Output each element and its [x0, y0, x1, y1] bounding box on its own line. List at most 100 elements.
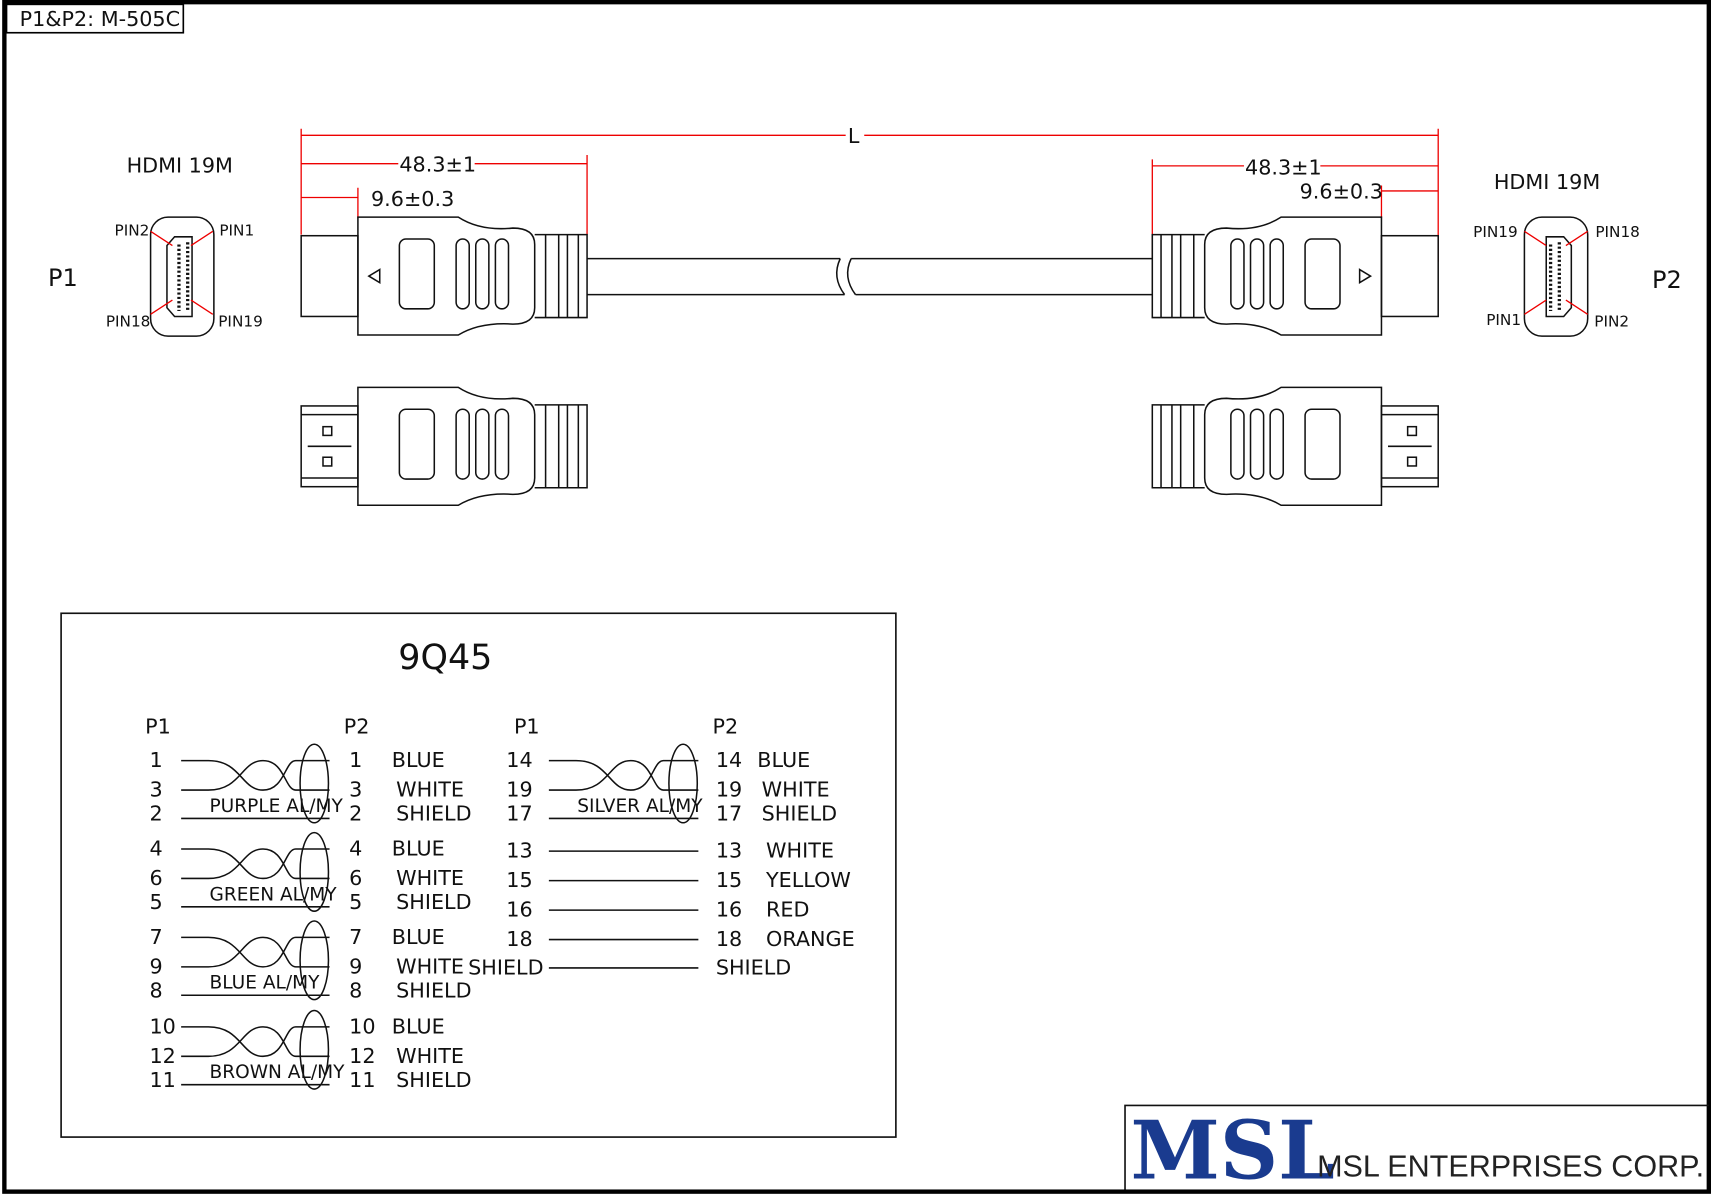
wire-pair: PURPLE AL/MY [181, 743, 344, 824]
wire-color: BLUE [757, 748, 810, 772]
p1-pin: 19 [506, 778, 532, 802]
wire-color: WHITE [396, 866, 464, 890]
wiring-table [60, 612, 897, 1138]
wire-color: BLUE [392, 1014, 445, 1038]
p2-pin: 18 [716, 927, 742, 951]
connector-type-right: HDMI 19M [1494, 170, 1600, 194]
wire-color: SHIELD [396, 1068, 471, 1092]
pair-label: BROWN AL/MY [210, 1062, 346, 1083]
logo-mark: MSL [1130, 1104, 1334, 1196]
header-p1: P1 [514, 714, 540, 738]
part-label: P1&P2: M-505C [20, 7, 180, 31]
p1-pin: 8 [149, 978, 162, 1002]
header-p2: P2 [713, 714, 739, 738]
dimension-lines [300, 128, 1439, 262]
p1-pin: 2 [149, 802, 162, 826]
dim-left-plug: 9.6±0.3 [371, 187, 454, 211]
connector-p2-top [1151, 386, 1439, 507]
p1-pin: 14 [506, 748, 532, 772]
dim-length: L [848, 124, 860, 148]
p2-pin: 7 [349, 925, 362, 949]
pin-label: PIN1 [1486, 311, 1521, 329]
p1-pin: 13 [506, 839, 532, 863]
p2-pin: 15 [716, 868, 742, 892]
p1-pin: 3 [149, 778, 162, 802]
p2-pin: 19 [716, 778, 742, 802]
pair-label: BLUE AL/MY [210, 973, 321, 994]
wire-color: YELLOW [765, 868, 851, 892]
p2-pin: 8 [349, 978, 362, 1002]
wire-pair: BROWN AL/MY [181, 1009, 346, 1090]
wire-color: SHIELD [396, 802, 471, 826]
p1-pin: 7 [149, 925, 162, 949]
pin-label: PIN1 [219, 222, 254, 240]
p1-pin: 17 [506, 802, 532, 826]
pair-label: PURPLE AL/MY [210, 796, 344, 817]
p1-pin: 4 [149, 837, 162, 861]
p1-pin: 5 [149, 890, 162, 914]
company-logo: MSL MSL ENTERPRISES CORP. [1124, 1104, 1709, 1196]
connector-p1-side [300, 216, 588, 336]
pin-label: PIN19 [218, 312, 263, 330]
p1-pin: 10 [149, 1014, 175, 1038]
pair-label: GREEN AL/MY [210, 884, 338, 905]
p1-pin: 12 [149, 1044, 175, 1068]
wire-color: SHIELD [396, 978, 471, 1002]
p1-pin: 11 [149, 1068, 175, 1092]
header-p2: P2 [344, 714, 370, 738]
connector-p2-side [1151, 216, 1439, 336]
p2-pin: 6 [349, 866, 362, 890]
wire-color: WHITE [396, 778, 464, 802]
wire-color: WHITE [766, 839, 834, 863]
dim-right-plug: 9.6±0.3 [1300, 180, 1383, 204]
p2-pin: 17 [716, 802, 742, 826]
p2-pin: 13 [716, 839, 742, 863]
p1-pin: 9 [149, 954, 162, 978]
wire-color: BLUE [392, 748, 445, 772]
wire-color: ORANGE [766, 927, 855, 951]
pin-label: PIN2 [1594, 312, 1629, 330]
p1-pin: 1 [149, 748, 162, 772]
wire-color: WHITE [762, 778, 830, 802]
header-p1: P1 [145, 714, 171, 738]
wire-color: BLUE [392, 837, 445, 861]
p2-pin: 14 [716, 748, 742, 772]
p1-pin: 18 [506, 927, 532, 951]
dim-left-overall: 48.3±1 [399, 152, 476, 176]
wiring-title: 9Q45 [398, 638, 492, 678]
wire-color: WHITE [396, 954, 464, 978]
connector-p1-top [300, 386, 588, 507]
dim-right-overall: 48.3±1 [1245, 156, 1322, 180]
wire-color: BLUE [392, 925, 445, 949]
p2-pin: 1 [349, 748, 362, 772]
pin-label: PIN19 [1473, 223, 1518, 241]
pin-label: PIN18 [106, 312, 151, 330]
p1-pin: 15 [506, 868, 532, 892]
p2-pin: 5 [349, 890, 362, 914]
pin-face-right [1523, 216, 1589, 337]
p2-pin: 3 [349, 778, 362, 802]
wire-pair: SILVER AL/MY [548, 743, 703, 824]
company-name: MSL ENTERPRISES CORP. [1317, 1149, 1704, 1183]
wire-color: SHIELD [396, 890, 471, 914]
p2-pin: 2 [349, 802, 362, 826]
part-label-box [5, 3, 185, 34]
pin-label: PIN18 [1595, 223, 1640, 241]
p2-pin: 11 [349, 1068, 375, 1092]
p2-label: P2 [1652, 266, 1682, 294]
p2-pin: 9 [349, 954, 362, 978]
shield-p1: SHIELD [468, 955, 543, 979]
wire-color: RED [766, 898, 809, 922]
wire-color: WHITE [396, 1044, 464, 1068]
p2-pin: 4 [349, 837, 362, 861]
connector-type-left: HDMI 19M [127, 153, 233, 177]
shield-p2: SHIELD [716, 955, 791, 979]
wire-pair: GREEN AL/MY [181, 831, 338, 912]
p2-pin: 10 [349, 1014, 375, 1038]
wire-color: SHIELD [762, 802, 837, 826]
pair-label: SILVER AL/MY [577, 796, 703, 817]
p1-pin: 16 [506, 898, 532, 922]
wire-pair: BLUE AL/MY [181, 920, 330, 1001]
